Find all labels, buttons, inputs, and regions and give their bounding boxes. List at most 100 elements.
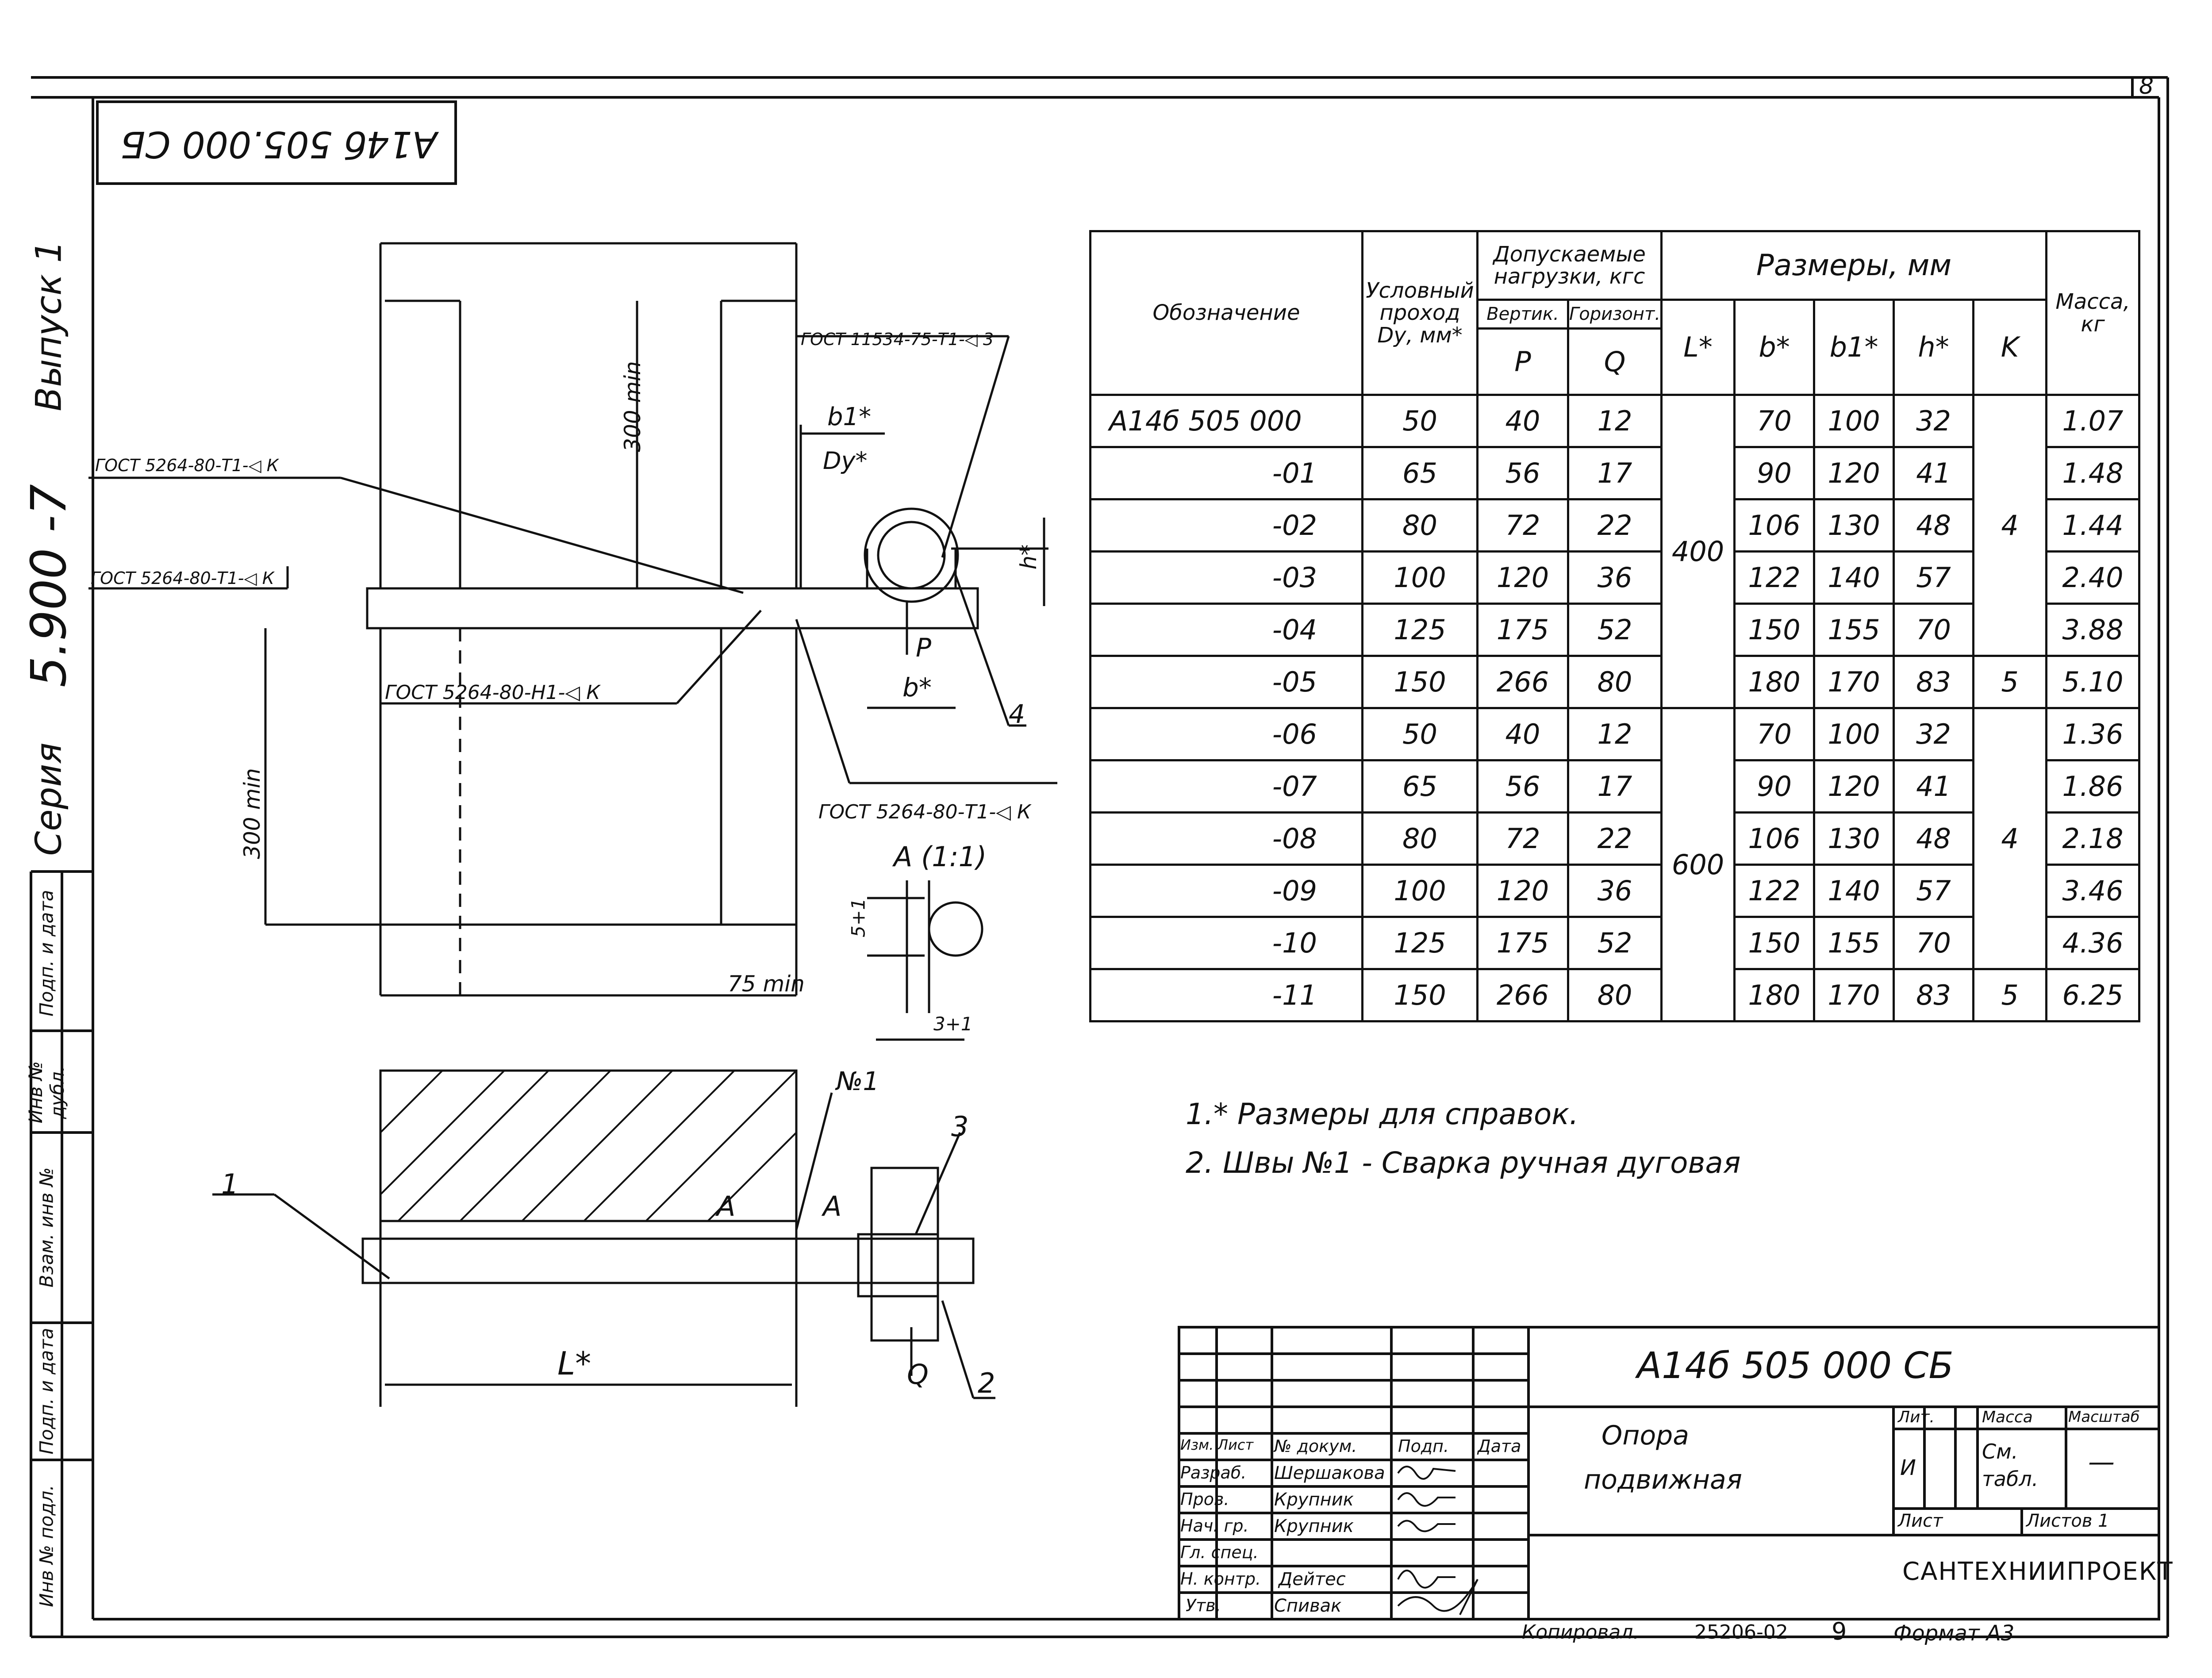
- person-prov: Крупник: [1274, 1490, 1354, 1510]
- cell-h: 41: [1893, 759, 1975, 814]
- cell-mass: 6.25: [2045, 968, 2141, 1022]
- col-header-list: Лист: [1217, 1436, 1254, 1453]
- header-q: Q: [1567, 327, 1663, 396]
- cell-mass: 5.10: [2045, 655, 2141, 709]
- cell-q: 17: [1567, 446, 1663, 500]
- cell-b: 122: [1733, 864, 1816, 918]
- cell-b1: 120: [1813, 446, 1895, 500]
- cell-dy: 150: [1361, 655, 1479, 709]
- load-q: Q: [907, 1358, 929, 1390]
- cell-l-group: 400: [1660, 394, 1736, 709]
- cell-p: 175: [1476, 916, 1569, 970]
- cell-q: 12: [1567, 707, 1663, 761]
- cell-designation: -11: [1089, 968, 1363, 1022]
- table-row: -08 80 72 22 106 130 48 2.18: [1089, 811, 2141, 866]
- role-utv: Утв.: [1186, 1596, 1221, 1615]
- role-prov: Пров.: [1180, 1490, 1229, 1509]
- cell-b1: 130: [1813, 811, 1895, 866]
- cell-b1: 170: [1813, 968, 1895, 1022]
- table-row: -09 100 120 36 122 140 57 3.46: [1089, 864, 2141, 918]
- gost-top-label: ГОСТ 11534-75-Т1-◁ 3: [801, 330, 994, 349]
- mass-value: См. табл.: [1982, 1440, 2039, 1491]
- cell-designation: А14б 505 000: [1089, 394, 1363, 448]
- cell-dy: 80: [1361, 498, 1479, 553]
- cell-q: 36: [1567, 550, 1663, 605]
- cell-p: 175: [1476, 603, 1569, 657]
- cell-dy: 125: [1361, 916, 1479, 970]
- cell-b: 180: [1733, 655, 1816, 709]
- sheet-label: Лист: [1898, 1511, 1943, 1531]
- cell-b1: 155: [1813, 916, 1895, 970]
- title-name-line2: подвижная: [1584, 1464, 1742, 1495]
- note-2: 2. Швы №1 - Сварка ручная дуговая: [1186, 1146, 1741, 1180]
- cell-h: 48: [1893, 811, 1975, 866]
- cell-b: 106: [1733, 498, 1816, 553]
- table-row: -07 65 56 17 90 120 41 1.86: [1089, 759, 2141, 814]
- person-nach-gr: Крупник: [1274, 1516, 1354, 1536]
- cell-q: 22: [1567, 498, 1663, 553]
- header-horiz: Горизонт.: [1567, 299, 1663, 330]
- note-1: 1.* Размеры для справок.: [1186, 1097, 1579, 1131]
- cell-p: 266: [1476, 655, 1569, 709]
- cell-q: 80: [1567, 968, 1663, 1022]
- table-row: -01 65 56 17 90 120 41 1.48: [1089, 446, 2141, 500]
- cell-designation: -04: [1089, 603, 1363, 657]
- cell-h: 70: [1893, 603, 1975, 657]
- cell-b1: 130: [1813, 498, 1895, 553]
- role-n-kontr: Н. контр.: [1180, 1569, 1261, 1589]
- mass-label: Масса: [1982, 1408, 2033, 1426]
- cell-p: 120: [1476, 550, 1569, 605]
- role-razrab: Разраб.: [1180, 1463, 1247, 1482]
- lit-value: И: [1900, 1455, 1916, 1480]
- cell-mass: 4.36: [2045, 916, 2141, 970]
- dim-75: 75 min: [728, 971, 805, 997]
- gost-bottom-label: ГОСТ 5264-80-Т1-◁ К: [818, 801, 1031, 823]
- cell-designation: -06: [1089, 707, 1363, 761]
- cell-k-group: 4: [1972, 394, 2048, 657]
- cell-p: 40: [1476, 707, 1569, 761]
- cell-b1: 100: [1813, 707, 1895, 761]
- table-row: -06 50 40 12 600 70 100 32 4 1.36: [1089, 707, 2141, 1022]
- cell-p: 56: [1476, 446, 1569, 500]
- lit-label: Лит.: [1898, 1408, 1935, 1426]
- cell-dy: 100: [1361, 864, 1479, 918]
- cell-p: 266: [1476, 968, 1569, 1022]
- cell-mass: 1.48: [2045, 446, 2141, 500]
- cell-designation: -02: [1089, 498, 1363, 553]
- col-header-data: Дата: [1478, 1436, 1521, 1456]
- cell-k-group: 5: [1972, 968, 2048, 1022]
- cell-h: 41: [1893, 446, 1975, 500]
- sheet-number: 8: [2139, 73, 2154, 100]
- cell-dy: 125: [1361, 603, 1479, 657]
- header-b: b*: [1733, 299, 1816, 396]
- cell-b: 90: [1733, 446, 1816, 500]
- person-razrab: Шершакова: [1274, 1463, 1385, 1483]
- cell-mass: 1.44: [2045, 498, 2141, 553]
- cell-q: 17: [1567, 759, 1663, 814]
- cell-h: 70: [1893, 916, 1975, 970]
- cell-designation: -03: [1089, 550, 1363, 605]
- cell-p: 72: [1476, 498, 1569, 553]
- cell-q: 12: [1567, 394, 1663, 448]
- person-utv: Спивак: [1274, 1596, 1342, 1616]
- cell-b: 122: [1733, 550, 1816, 605]
- col-header-doc: № докум.: [1274, 1436, 1357, 1456]
- cell-b: 70: [1733, 394, 1816, 448]
- spec-table: Обозначение Условный проход Dу, мм* Допу…: [1089, 230, 2141, 1022]
- cell-mass: 3.88: [2045, 603, 2141, 657]
- cell-h: 83: [1893, 968, 1975, 1022]
- cell-b: 150: [1733, 603, 1816, 657]
- table-row: -11 150 266 80 180 170 83 5 6.25: [1089, 968, 2141, 1022]
- cell-b: 70: [1733, 707, 1816, 761]
- table-row: -02 80 72 22 106 130 48 1.44: [1089, 498, 2141, 553]
- arrow-a-left: А: [717, 1190, 736, 1222]
- header-p: P: [1476, 327, 1569, 396]
- cell-designation: -09: [1089, 864, 1363, 918]
- header-b1: b1*: [1813, 299, 1895, 396]
- cell-designation: -08: [1089, 811, 1363, 866]
- table-row: -04 125 175 52 150 155 70 3.88: [1089, 603, 2141, 657]
- header-l: L*: [1660, 299, 1736, 396]
- callout-3: 3: [951, 1110, 969, 1143]
